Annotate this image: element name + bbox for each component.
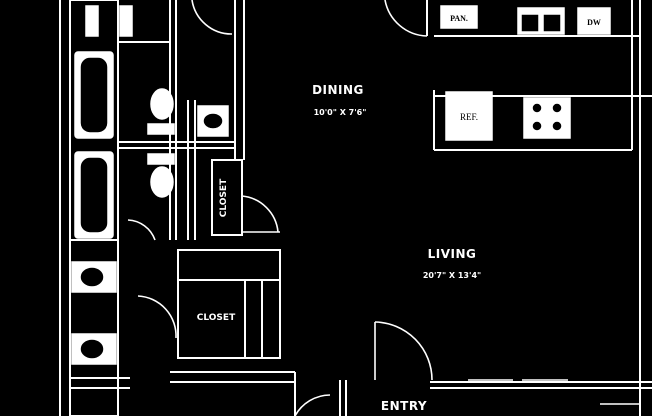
living-label: LIVING: [428, 247, 477, 261]
pantry-label: PAN.: [450, 14, 468, 23]
bathtub-lower-basin: [79, 156, 109, 234]
burner-1: [531, 102, 543, 114]
living-dims: 20'7" X 13'4": [423, 271, 481, 280]
dishwasher-label: DW: [587, 18, 601, 27]
dining-label: DINING: [312, 83, 364, 97]
bathtub-upper-basin: [79, 56, 109, 134]
closet-door-swing: [241, 195, 279, 233]
burner-4: [551, 120, 563, 132]
burner-2: [551, 102, 563, 114]
refrigerator: [445, 91, 493, 141]
top-door-swing: [191, 0, 233, 35]
fixtures: [71, 5, 640, 405]
linen-shelf: [85, 5, 99, 37]
hall-closet-body: [177, 279, 281, 359]
bottom-door-swing: [294, 394, 331, 416]
doors: [127, 0, 433, 416]
walls: [59, 0, 652, 416]
small-closet-wall: [211, 159, 243, 236]
linen-shelf-2: [119, 5, 133, 37]
entry-label: ENTRY: [381, 399, 427, 413]
sink-basin: [202, 112, 224, 130]
vanity-basin-lower: [79, 338, 105, 360]
hall-closet-label: CLOSET: [197, 313, 236, 323]
hall-closet-door-swing: [137, 295, 177, 339]
kitchen-sink-basin-left: [520, 13, 540, 33]
toilet-upper: [150, 88, 174, 120]
small-closet-label: CLOSET: [219, 178, 229, 217]
refrigerator-label: REF.: [460, 112, 478, 122]
toilet-lower: [150, 166, 174, 198]
stove: [523, 97, 571, 139]
burner-3: [531, 120, 543, 132]
kitchen-door-swing: [384, 0, 428, 37]
entry-door-swing: [374, 321, 433, 381]
dining-dims: 10'0" X 7'6": [314, 108, 367, 117]
toilet-upper-tank: [147, 123, 175, 135]
left-bath-wall: [69, 0, 119, 416]
toilet-lower-tank: [147, 153, 175, 165]
pantry-box: [440, 5, 478, 29]
hall-closet-top: [177, 249, 281, 281]
dishwasher-box: [577, 7, 611, 35]
vanity-basin-upper: [79, 266, 105, 288]
vanity-door-swing: [127, 219, 156, 241]
kitchen-sink-basin-right: [542, 13, 562, 33]
